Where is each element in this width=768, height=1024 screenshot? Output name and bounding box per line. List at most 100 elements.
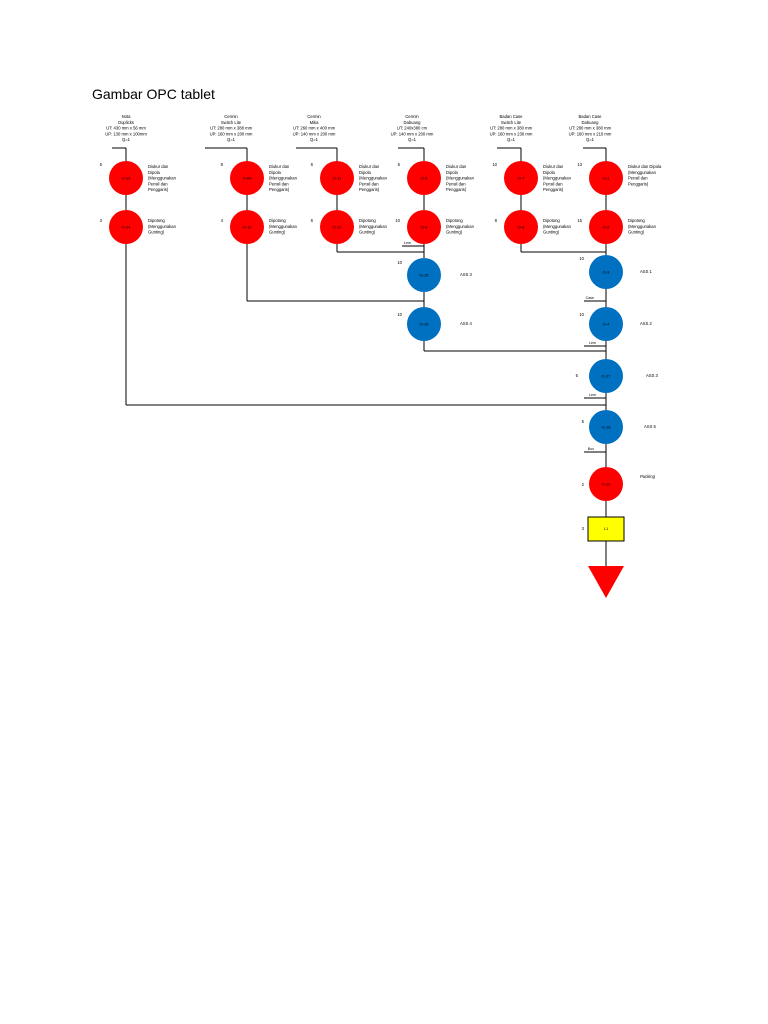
assembly-label: ASS 1 bbox=[640, 269, 653, 274]
component-header: UT: 430 mm x 56 mm bbox=[106, 126, 146, 131]
component-header: Q=1 bbox=[310, 137, 319, 142]
assembly-label: ASS 2 bbox=[640, 321, 653, 326]
operation-circle bbox=[109, 210, 143, 244]
component-header: UT: 260 mm x 400 mm bbox=[293, 126, 336, 131]
time-number: 5 bbox=[576, 373, 579, 378]
operation-description: Dipola bbox=[148, 170, 161, 175]
operation-description: (Menggunakan bbox=[543, 224, 572, 229]
time-number: 2 bbox=[582, 482, 585, 487]
page-title: Gambar OPC tablet bbox=[92, 86, 215, 102]
time-number: 3 bbox=[582, 526, 585, 531]
time-number: 6 bbox=[311, 162, 314, 167]
operation-description: Pensil dan bbox=[446, 181, 466, 186]
assembly-label: ASS 3 bbox=[646, 373, 659, 378]
operation-circle bbox=[407, 161, 441, 195]
symbol-code: O-8 bbox=[518, 225, 525, 230]
operation-description: Gunting) bbox=[269, 230, 286, 235]
time-number: 10 bbox=[492, 162, 497, 167]
operation-description: (Menggunakan bbox=[446, 176, 475, 181]
component-header: UP: 160 mm x 210 mm bbox=[569, 131, 612, 136]
operation-description: Diukur dan bbox=[543, 164, 564, 169]
operation-description: (Menggunakan bbox=[359, 176, 388, 181]
operation-description: Dipotong bbox=[359, 218, 376, 223]
operation-description: (Menggunakan bbox=[269, 224, 298, 229]
operation-description: (Menggunakan bbox=[628, 170, 657, 175]
operation-description: (Menggunakan bbox=[148, 176, 177, 181]
symbol-code: O-17 bbox=[602, 374, 612, 379]
time-number: 4 bbox=[221, 218, 224, 223]
component-header: UT: 280 mm x 388 mm bbox=[210, 126, 253, 131]
input-label: Box bbox=[588, 447, 594, 451]
time-number: 10 bbox=[395, 218, 400, 223]
time-number: 10 bbox=[579, 312, 584, 317]
operation-description: Diukur dan bbox=[269, 164, 290, 169]
operation-description: Dipotong bbox=[148, 218, 165, 223]
assembly-circle bbox=[407, 258, 441, 292]
operation-description: Pensil dan bbox=[269, 181, 289, 186]
operation-circle bbox=[504, 161, 538, 195]
symbol-code: O-19 bbox=[602, 482, 612, 487]
component-header: Cermin bbox=[307, 114, 321, 119]
operation-description: Diukur dan Dipola bbox=[628, 164, 662, 169]
operation-description: Dipotong bbox=[269, 218, 286, 223]
operation-circle bbox=[230, 161, 264, 195]
assembly-label: ASS 5 bbox=[644, 424, 657, 429]
operation-circle bbox=[589, 161, 623, 195]
operation-circle bbox=[589, 210, 623, 244]
component-header: Q=1 bbox=[122, 137, 131, 142]
operation-circle bbox=[320, 210, 354, 244]
symbol-code: I-1 bbox=[604, 526, 609, 531]
assembly-circle bbox=[589, 410, 623, 444]
time-number: 3 bbox=[100, 218, 103, 223]
assembly-label: ASS 3 bbox=[460, 272, 473, 277]
component-header: UP: 140 mm x 200 mm bbox=[391, 131, 434, 136]
symbol-code: O-6 bbox=[421, 225, 428, 230]
operation-description: Penggaris) bbox=[543, 187, 564, 192]
operation-description: Penggaris) bbox=[628, 181, 649, 186]
symbol-code: O-15 bbox=[420, 273, 430, 278]
time-number: 10 bbox=[397, 312, 402, 317]
operation-circle bbox=[407, 210, 441, 244]
input-label: Lem bbox=[589, 393, 596, 397]
component-header: Badan Case bbox=[499, 114, 523, 119]
component-header: Dabuang bbox=[404, 120, 422, 125]
operation-description: Dipotong bbox=[543, 218, 560, 223]
symbol-code: O-11 bbox=[333, 176, 342, 181]
operation-description: (Menggunakan bbox=[148, 224, 177, 229]
symbol-code: O-18 bbox=[602, 425, 612, 430]
operation-circle bbox=[230, 210, 264, 244]
component-header: Q=1 bbox=[507, 137, 516, 142]
operation-description: Penggaris) bbox=[359, 187, 380, 192]
component-header: Q=1 bbox=[227, 137, 236, 142]
operation-description: (Menggunakan bbox=[628, 224, 657, 229]
operation-description: Pensil dan bbox=[359, 181, 379, 186]
time-number: 5 bbox=[398, 162, 401, 167]
component-header: UP: 130 mm x 100mm bbox=[105, 131, 147, 136]
operation-description: Dipola bbox=[446, 170, 459, 175]
operation-description: Pensil dan bbox=[148, 181, 168, 186]
operation-circle bbox=[109, 161, 143, 195]
operation-description: Pensil dan bbox=[628, 176, 648, 181]
storage-triangle bbox=[588, 566, 624, 598]
assembly-label: ASS 4 bbox=[460, 321, 473, 326]
operation-description: Dipotong bbox=[628, 218, 645, 223]
operation-circle bbox=[504, 210, 538, 244]
input-label: Case bbox=[586, 296, 594, 300]
component-header: Switch Lite bbox=[221, 120, 242, 125]
operation-description: Dipola bbox=[269, 170, 282, 175]
time-number: 8 bbox=[221, 162, 224, 167]
symbol-code: O-1 bbox=[603, 176, 610, 181]
component-header: Mika bbox=[310, 120, 320, 125]
operation-circle bbox=[320, 161, 354, 195]
symbol-code: O-16 bbox=[420, 322, 430, 327]
symbol-code: O-13 bbox=[122, 176, 132, 181]
assembly-circle bbox=[589, 255, 623, 289]
time-number: 5 bbox=[582, 419, 585, 424]
symbol-code: O-3 bbox=[603, 270, 610, 275]
operation-description: Gunting) bbox=[148, 230, 165, 235]
operation-description: Dipotong bbox=[446, 218, 463, 223]
time-number: 13 bbox=[577, 162, 582, 167]
time-number: 8 bbox=[495, 218, 498, 223]
time-number: 6 bbox=[311, 218, 314, 223]
